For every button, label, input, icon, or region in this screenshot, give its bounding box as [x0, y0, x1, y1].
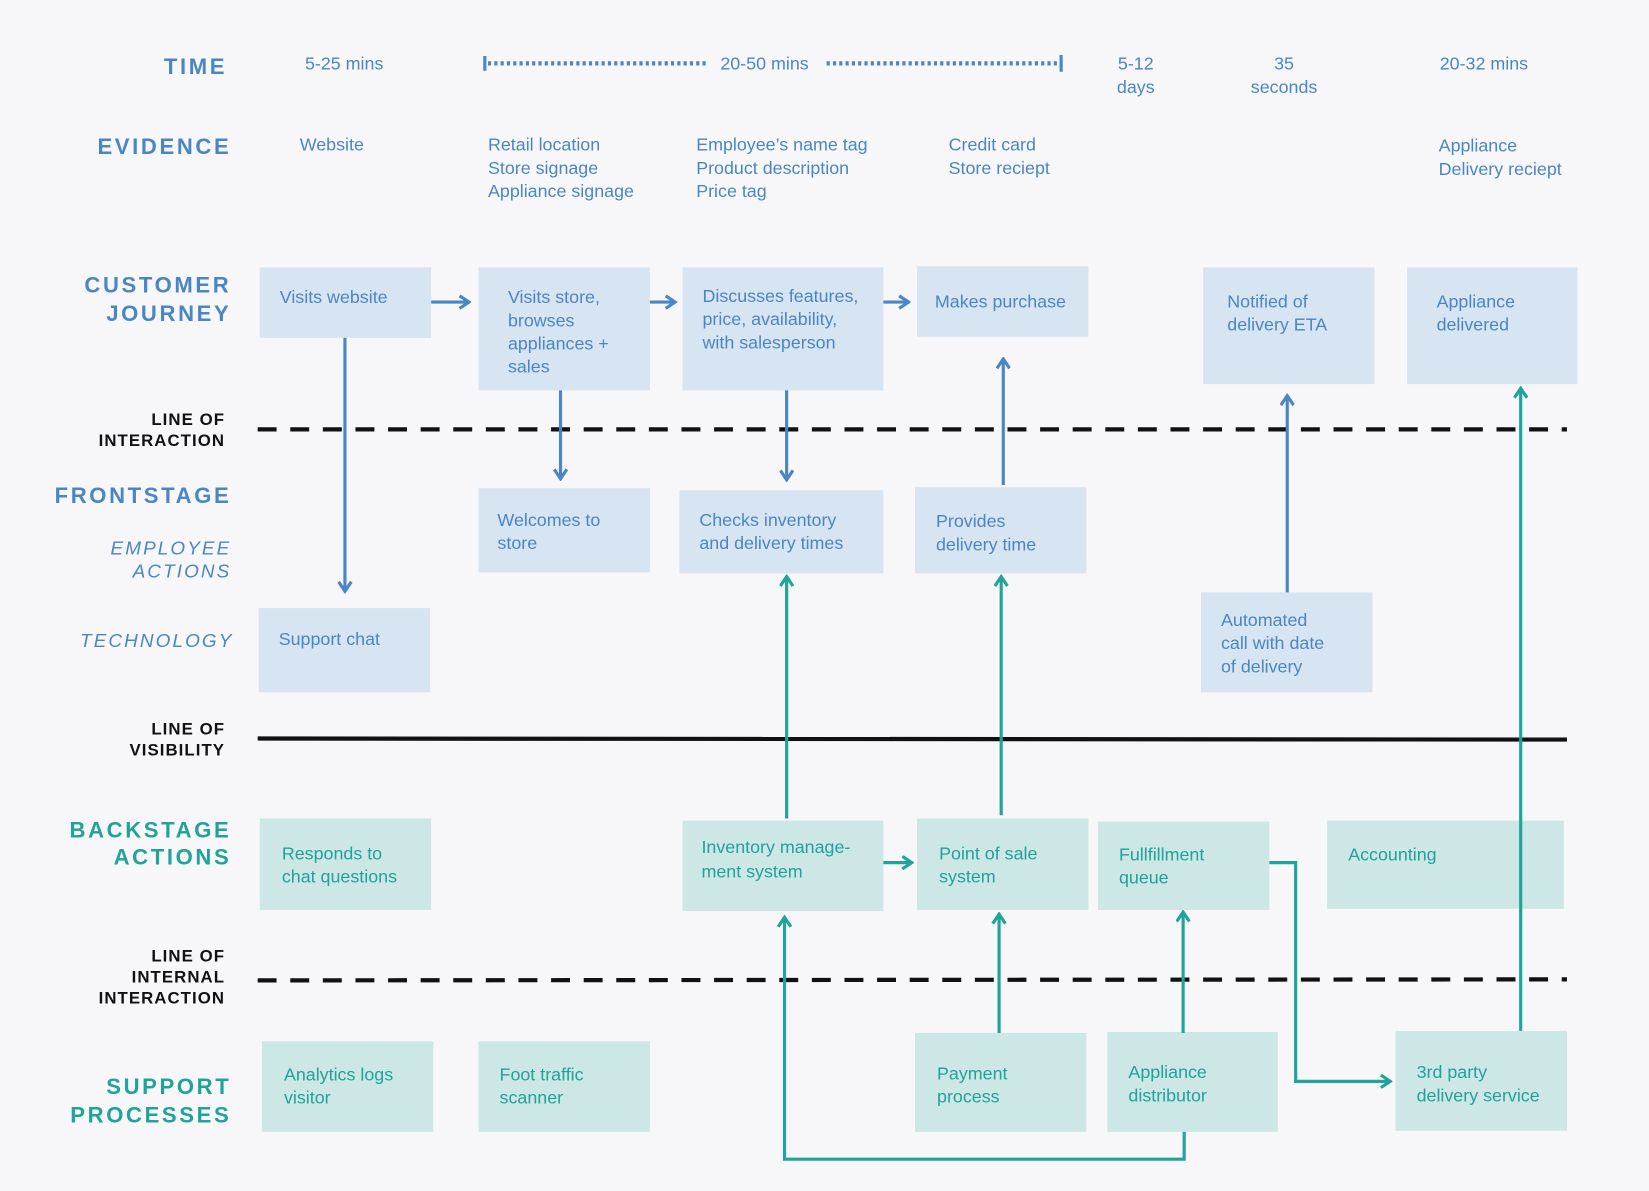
label-frontstage: FRONTSTAGE — [55, 483, 232, 508]
label-evidence: EVIDENCE — [97, 134, 231, 159]
line-of-visibility — [257, 736, 1567, 742]
box-makes-purchase[interactable]: Makes purchase — [917, 266, 1089, 337]
label-technology: TECHNOLOGY — [80, 631, 233, 652]
arrow-distributor-to-inventory-icon — [785, 917, 1186, 1161]
svg-text:Discusses features,price, avai: Discusses features,price, availability,w… — [702, 286, 859, 352]
box-discusses-features[interactable]: Discusses features,price, availability,w… — [682, 267, 884, 391]
backstage-arrows — [785, 388, 1521, 1161]
evidence-website: Website — [300, 135, 364, 155]
svg-text:Accounting: Accounting — [1348, 845, 1436, 865]
box-support-chat[interactable]: Support chat — [258, 608, 431, 693]
time-visit-website: 5-25 mins — [305, 54, 383, 74]
box-visits-website[interactable]: Visits website — [259, 267, 432, 338]
label-time: TIME — [164, 54, 227, 79]
svg-text:Visits website: Visits website — [280, 287, 388, 307]
svg-text:Makes purchase: Makes purchase — [935, 291, 1066, 311]
time-delivery: 20-32 mins — [1440, 54, 1528, 74]
box-inventory-management[interactable]: Inventory manage-ment system — [682, 820, 884, 911]
arrow-fulfillment-to-delivery-icon — [1269, 861, 1390, 1082]
line-of-internal-interaction — [257, 977, 1567, 983]
box-accounting[interactable]: Accounting — [1327, 820, 1564, 909]
svg-text:Support chat: Support chat — [279, 629, 380, 649]
customer-arrows — [345, 302, 1287, 592]
svg-text:Inventory manage-ment system: Inventory manage-ment system — [701, 837, 850, 881]
time-in-store: 20-50 mins — [720, 54, 808, 74]
